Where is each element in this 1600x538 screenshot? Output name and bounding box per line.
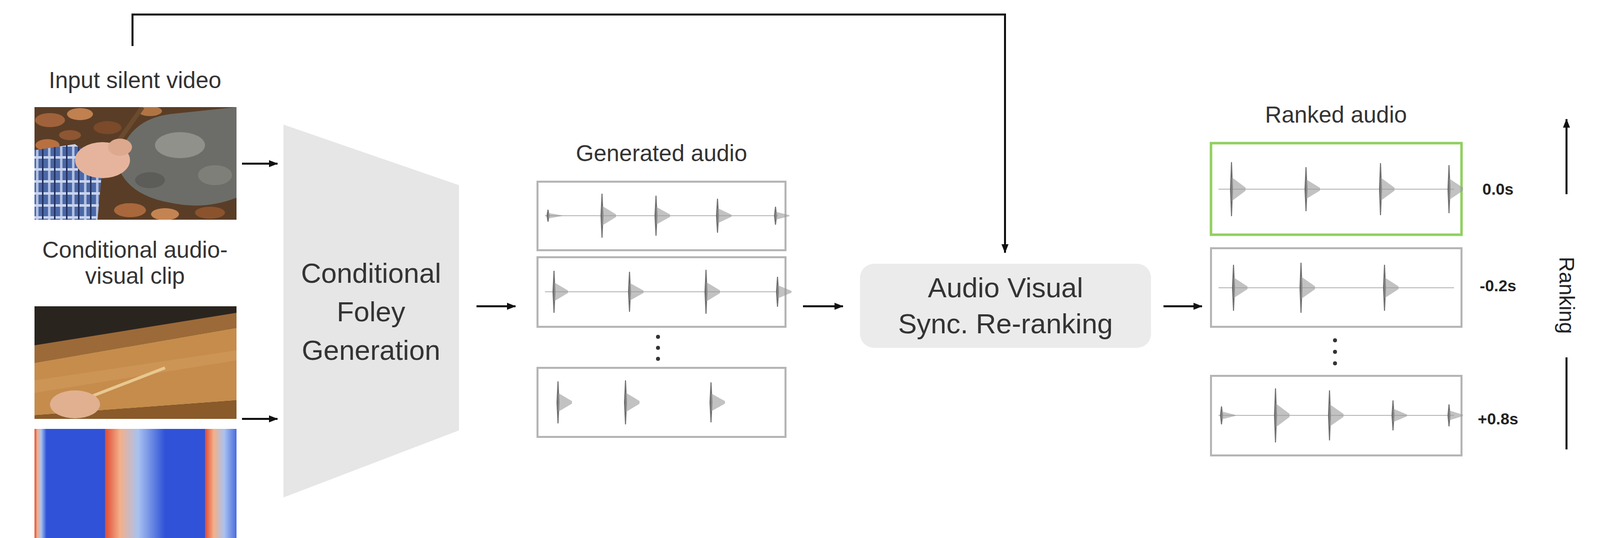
offset-label: -0.2s (1480, 276, 1517, 295)
waveform-spike (704, 269, 720, 314)
node-label: Conditional Foley Generation (288, 253, 454, 369)
flow-arrow (242, 162, 278, 165)
video-frame: Input silent video (30, 46, 240, 220)
leaf (35, 113, 65, 127)
ranking-arrow (1565, 119, 1568, 194)
waveform-spike (1274, 388, 1290, 442)
waveform-spike (1328, 390, 1344, 440)
ranked-waveform-boxes (1211, 143, 1463, 455)
waveform-box (537, 181, 786, 250)
ellipsis-dot (1333, 361, 1337, 365)
generator-block: Conditional Foley Generation (283, 124, 459, 497)
waveform-baseline (1218, 188, 1454, 190)
node-label: Ranked audio (1211, 101, 1462, 128)
leaf (59, 130, 81, 140)
waveform-spike (624, 380, 640, 424)
ellipsis-dot (1333, 338, 1337, 342)
ranking-line (1565, 357, 1568, 449)
ellipsis-dot (656, 334, 660, 339)
waveform-spike (556, 381, 572, 423)
waveform-box (537, 257, 786, 327)
fingers (108, 138, 132, 156)
video-photo (34, 107, 237, 220)
waveform-box (537, 367, 786, 437)
waveform-spike (654, 195, 670, 236)
rock-patch (155, 132, 205, 158)
waveform-spike (1230, 162, 1246, 216)
node-label: Audio Visual Sync. Re-ranking (893, 269, 1118, 342)
rock-patch (198, 165, 232, 185)
condition-clip: Conditional audio-visual clip (30, 235, 240, 538)
clip-photo (34, 306, 237, 419)
waveform-spike (1383, 264, 1399, 311)
node-label: Conditional audio-visual clip (30, 236, 240, 289)
waveform-spike (774, 206, 790, 225)
onset-band (34, 428, 47, 538)
waveform-spike (546, 209, 562, 222)
forest-floor (34, 107, 237, 220)
ellipsis-dot (656, 345, 660, 350)
trapezoid-fill (283, 124, 459, 497)
leaf (114, 203, 146, 217)
waveform-box (1211, 375, 1462, 455)
waveform-spike (709, 382, 725, 422)
waveform-spike (1220, 406, 1236, 424)
flow-arrow (476, 305, 516, 307)
background (34, 306, 237, 419)
waveform-spike (1299, 262, 1315, 313)
waveform-baseline (1218, 287, 1454, 288)
flow-arrow (1163, 305, 1202, 307)
waveform-spike (1447, 404, 1463, 426)
axis-label: Ranking (1554, 256, 1579, 334)
waveform-spike (776, 276, 792, 307)
waveform-spike (716, 198, 732, 233)
node-label: Input silent video (30, 66, 240, 94)
waveform-spike (1304, 167, 1320, 211)
waveform-boxes (537, 181, 792, 437)
rock-patch (135, 172, 165, 188)
leaf (67, 108, 93, 120)
onset-band (205, 428, 237, 538)
waveform-baseline (545, 291, 778, 292)
leaf (151, 208, 179, 220)
waveform-spike (628, 271, 644, 312)
flow-arrow (132, 14, 1005, 253)
waveform-spike (1232, 264, 1248, 311)
waveform-spike (1379, 163, 1395, 215)
waveform-spike (1447, 165, 1463, 213)
leaf (93, 121, 122, 134)
flow-arrow (242, 417, 278, 420)
flow-arrow (803, 305, 843, 307)
process-box: Audio Visual Sync. Re-ranking (860, 263, 1151, 348)
hand (50, 390, 100, 418)
offset-label: +0.8s (1478, 409, 1519, 428)
waveform-box (1211, 248, 1462, 327)
waveform-spike (600, 193, 616, 238)
ellipsis-dot (1333, 349, 1337, 354)
audio-group: Generated audio (537, 140, 786, 437)
onset-band (105, 428, 165, 538)
wood-grain (34, 350, 237, 393)
rock (117, 107, 237, 206)
waveform-spike (1391, 400, 1407, 430)
best-waveform-box (1211, 143, 1462, 235)
offset-label: 0.0s (1482, 179, 1514, 199)
node-label: Generated audio (537, 139, 786, 167)
stick (87, 367, 165, 398)
ellipsis-dot (656, 356, 660, 361)
waveform-spike (552, 270, 568, 313)
audio-group: Ranked audio (1211, 100, 1462, 455)
leaf (195, 206, 225, 219)
spectrogram (34, 428, 237, 538)
